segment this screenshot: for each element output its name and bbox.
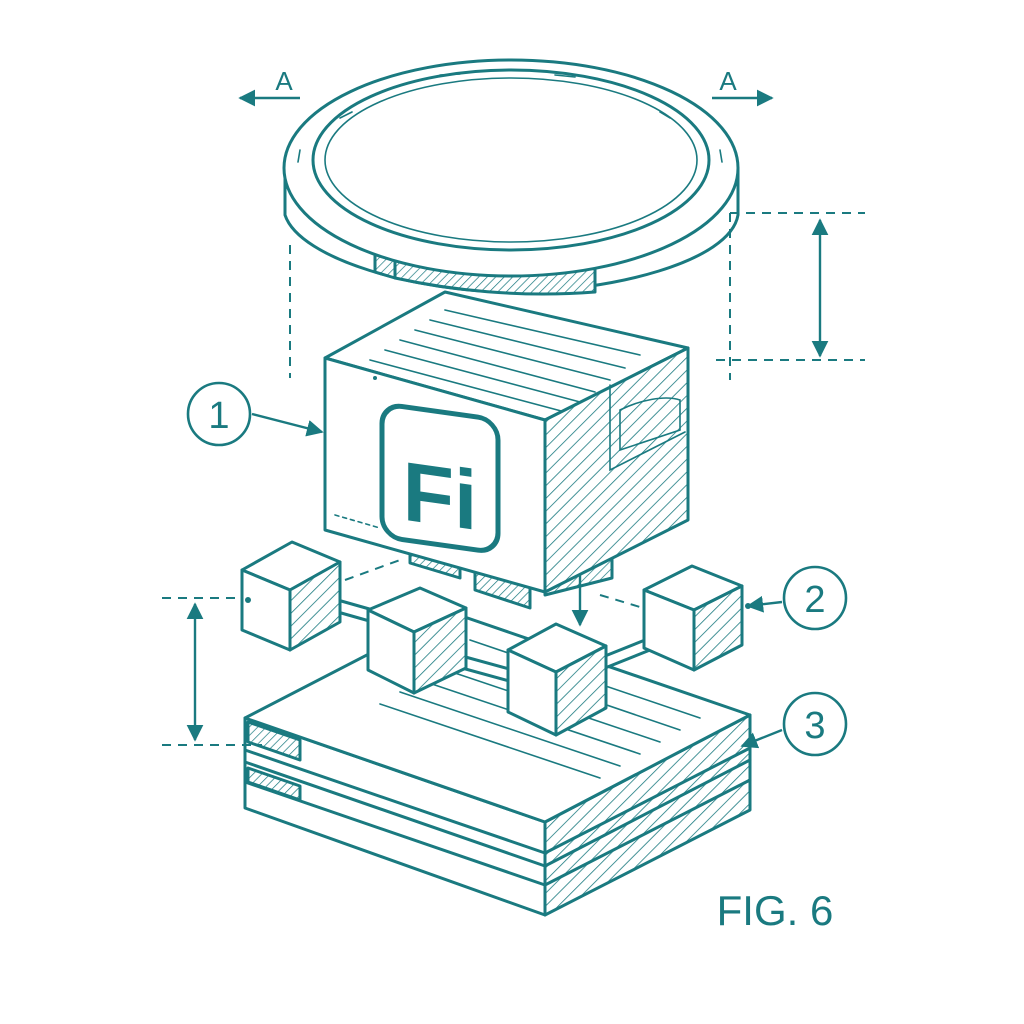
section-mark-right: A [712, 66, 774, 107]
section-letter-left: A [275, 66, 293, 96]
connector-array [240, 540, 751, 737]
callout-number-1: 1 [208, 395, 229, 437]
section-mark-left: A [238, 66, 300, 107]
section-letter-right: A [719, 66, 737, 96]
main-module-cube: Fi [323, 290, 690, 610]
callout-1: 1 [186, 381, 324, 447]
callout-2: 2 [746, 565, 848, 631]
callout-3: 3 [740, 691, 848, 757]
logo-text: Fi [403, 444, 478, 548]
logo-badge [379, 403, 501, 553]
dimension-right [716, 212, 865, 380]
figure-label: FIG. 6 [717, 887, 834, 934]
top-disc [282, 58, 740, 296]
callout-number-3: 3 [804, 705, 825, 747]
callout-number-2: 2 [804, 579, 825, 621]
